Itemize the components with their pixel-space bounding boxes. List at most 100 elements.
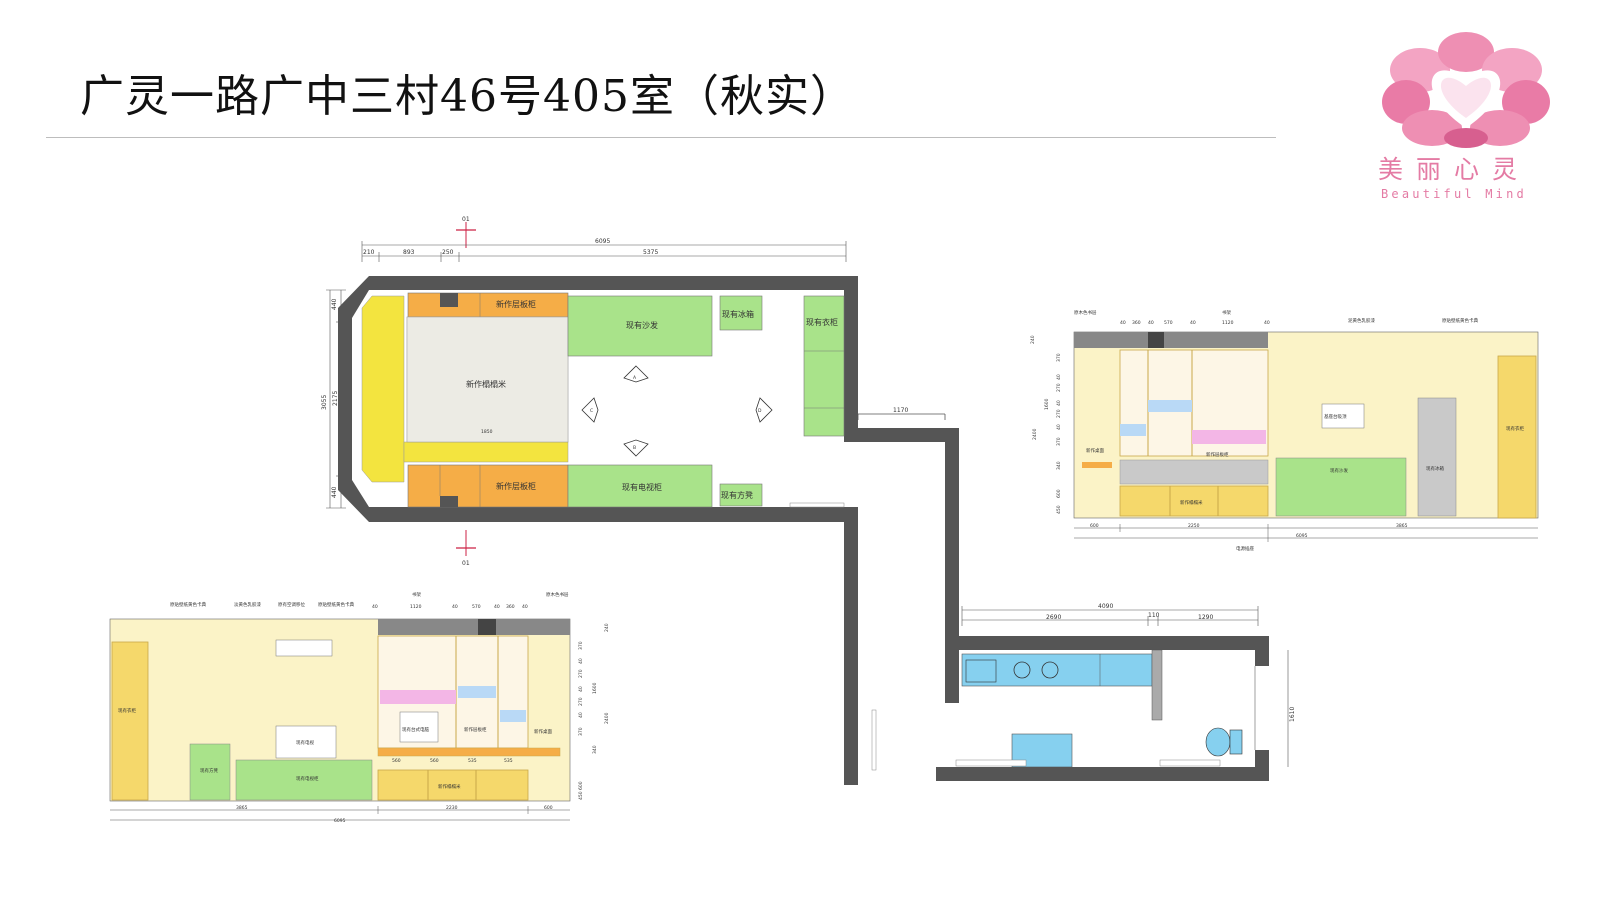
wardrobe-label: 现有衣柜 xyxy=(806,317,838,327)
dim-893: 893 xyxy=(403,249,415,256)
svg-text:40: 40 xyxy=(452,604,458,610)
stool xyxy=(719,483,763,507)
svg-text:270: 270 xyxy=(1056,383,1062,392)
svg-text:1600: 1600 xyxy=(592,682,598,694)
svg-text:450: 450 xyxy=(1056,505,1062,514)
elev-right-left-dims: 240 370 40 270 40 270 40 370 340 600 160… xyxy=(1030,335,1062,514)
dim-kitchen-2690: 2690 xyxy=(1046,614,1061,621)
elev-left-tv-cabinet-label: 现有电视柜 xyxy=(296,775,319,782)
dim-total-width: 6095 xyxy=(595,238,610,245)
elev-right-socket-note: 电源插座 xyxy=(1236,545,1254,552)
svg-text:1120: 1120 xyxy=(1222,320,1234,326)
view-mark-a: A xyxy=(623,365,649,383)
shelf-top: 新作层板柜 xyxy=(407,292,569,318)
svg-text:600: 600 xyxy=(1090,523,1099,529)
svg-text:2400: 2400 xyxy=(604,712,610,724)
elevation-left: 原贴壁纸黄色卡典 淡黄色乳胶漆 原有空调移位 原贴壁纸黄色卡典 书架 原木色书层… xyxy=(109,591,610,824)
elev-left-note-3: 原贴壁纸黄色卡典 xyxy=(318,601,354,608)
wardrobe: 现有衣柜 xyxy=(803,295,845,437)
svg-text:40: 40 xyxy=(372,604,378,610)
sink-icon xyxy=(965,659,997,683)
sofa xyxy=(567,295,713,357)
svg-text:600: 600 xyxy=(544,805,553,811)
svg-text:40: 40 xyxy=(578,686,584,692)
elev-left-stool-label: 现有方凳 xyxy=(200,767,218,774)
stool-label: 现有方凳 xyxy=(721,490,753,500)
svg-text:40: 40 xyxy=(1056,400,1062,406)
elevation-right: 原木色书层 书架 泥黄色乳胶漆 原贴壁纸黄色卡典 40 360 40 570 4… xyxy=(1030,309,1539,552)
elev-right-note-0: 原木色书层 xyxy=(1074,309,1097,316)
dim-left-440-bottom: 440 xyxy=(331,486,338,498)
svg-text:370: 370 xyxy=(578,727,584,736)
svg-text:340: 340 xyxy=(1056,461,1062,470)
svg-text:240: 240 xyxy=(1030,335,1036,344)
flower-icon xyxy=(1382,32,1550,148)
shelf-bottom-label: 新作层板柜 xyxy=(496,481,536,491)
svg-text:40: 40 xyxy=(578,712,584,718)
sofa-label: 现有沙发 xyxy=(626,320,658,330)
svg-text:600: 600 xyxy=(1056,489,1062,498)
kitchen-counter xyxy=(955,649,1221,768)
svg-text:1600: 1600 xyxy=(1044,398,1050,410)
elev-right-desk-label: 新作桌面 xyxy=(1086,447,1104,454)
fridge xyxy=(719,295,763,331)
tv-cabinet-label: 现有电视柜 xyxy=(622,482,662,492)
tv-cabinet xyxy=(567,464,713,508)
elev-left-right-dims: 240 370 40 270 40 270 40 370 340 600 160… xyxy=(578,623,610,800)
shelf-bottom: 新作层板柜 xyxy=(407,464,569,508)
elev-left-tv-label: 现有电视 xyxy=(296,739,314,746)
logo-text-en: Beautiful Mind xyxy=(1381,187,1527,201)
svg-text:340: 340 xyxy=(592,745,598,754)
svg-text:3865: 3865 xyxy=(1396,523,1408,529)
page-title: 广灵一路广中三村46号405室（秋实） xyxy=(80,71,855,122)
dim-kitchen-1290: 1290 xyxy=(1198,614,1213,621)
walls xyxy=(338,276,1269,785)
svg-text:40: 40 xyxy=(1148,320,1154,326)
shelf-top-label: 新作层板柜 xyxy=(496,299,536,309)
elev-right-note-1: 书架 xyxy=(1222,309,1231,316)
svg-text:360: 360 xyxy=(506,604,515,610)
svg-text:535: 535 xyxy=(504,758,513,764)
elev-left-note-5: 原木色书层 xyxy=(546,591,569,598)
tatami-bed: 新作榻榻米 1850 xyxy=(403,316,569,463)
svg-text:450: 450 xyxy=(578,791,584,800)
air-conditioner-icon xyxy=(275,639,333,657)
dim-left-440-top: 440 xyxy=(331,298,338,310)
svg-text:40: 40 xyxy=(522,604,528,610)
dim-kitchen-4090: 4090 xyxy=(1098,603,1113,610)
svg-text:40: 40 xyxy=(1190,320,1196,326)
elev-right-sofa-label: 现有沙发 xyxy=(1330,467,1348,474)
svg-text:2400: 2400 xyxy=(1032,428,1038,440)
logo-text-cn: 美丽心灵 xyxy=(1378,155,1531,184)
section-mark-top: 01 xyxy=(456,216,476,248)
elev-left-shelf-label: 新作层板柜 xyxy=(464,726,487,733)
svg-text:370: 370 xyxy=(578,641,584,650)
svg-text:B: B xyxy=(633,445,636,451)
dim-5375: 5375 xyxy=(643,249,658,256)
svg-text:40: 40 xyxy=(1056,424,1062,430)
elev-left-note-2: 原有空调移位 xyxy=(278,601,305,608)
elev-right-fridge-label: 现有冰箱 xyxy=(1426,465,1444,472)
dim-kitchen-1610: 1610 xyxy=(1289,707,1296,722)
elev-right-wardrobe-label: 现有衣柜 xyxy=(1506,425,1524,432)
elev-left-tatami-label: 新作榻榻米 xyxy=(438,783,461,790)
elev-left-wardrobe-label: 现有衣柜 xyxy=(118,707,136,714)
svg-text:600: 600 xyxy=(578,781,584,790)
svg-text:40: 40 xyxy=(1120,320,1126,326)
elev-left-note-0: 原贴壁纸黄色卡典 xyxy=(170,601,206,608)
svg-text:D: D xyxy=(758,408,762,414)
main-floor-plan: 01 01 6095 210 893 250 5375 xyxy=(321,216,1296,785)
svg-text:C: C xyxy=(590,408,593,414)
fridge-label: 现有冰箱 xyxy=(722,309,754,319)
svg-text:3865: 3865 xyxy=(236,805,248,811)
svg-text:360: 360 xyxy=(1132,320,1141,326)
beautiful-mind-logo xyxy=(1382,32,1550,148)
svg-text:270: 270 xyxy=(1056,409,1062,418)
svg-text:40: 40 xyxy=(494,604,500,610)
elev-left-desk-label: 新作桌面 xyxy=(534,728,552,735)
kitchen-dimensions xyxy=(961,606,1289,767)
svg-text:2250: 2250 xyxy=(1188,523,1200,529)
svg-text:560: 560 xyxy=(430,758,439,764)
section-mark-bottom: 01 xyxy=(456,530,476,567)
